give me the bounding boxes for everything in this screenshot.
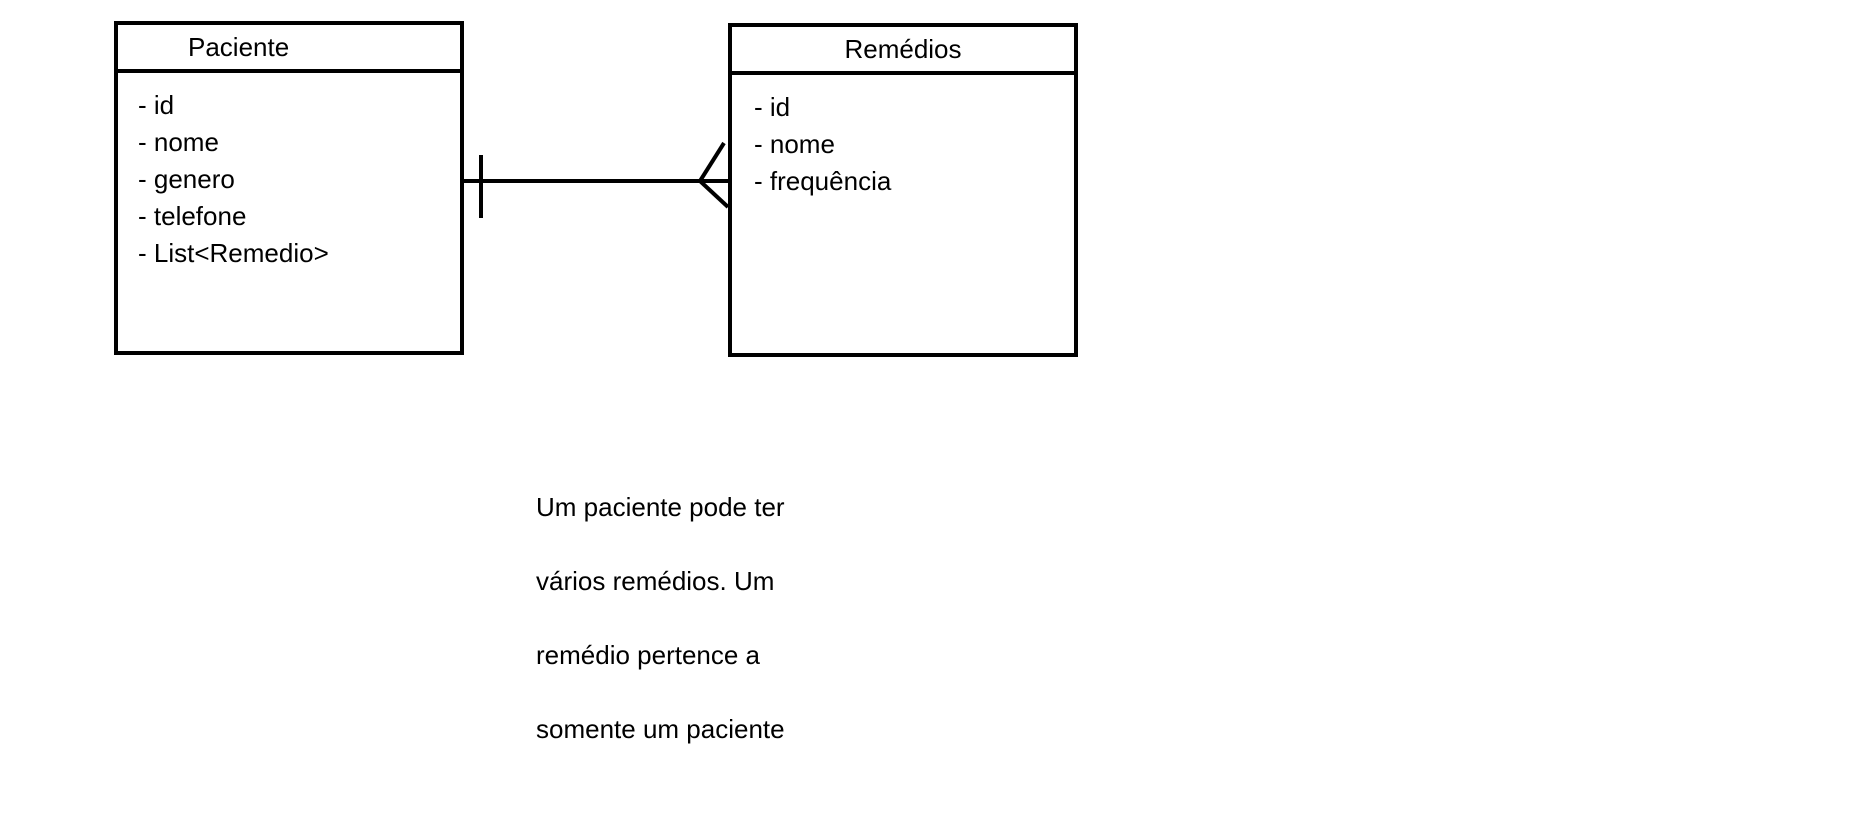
attribute-list-remedio: - List<Remedio> [138, 238, 329, 268]
entity-remedios: Remédios - id - nome - frequência [728, 23, 1078, 357]
attribute-telefone: - telefone [138, 201, 247, 231]
entity-attributes: - id - nome - frequência [732, 75, 1074, 200]
entity-attributes: - id - nome - genero - telefone - List<R… [118, 73, 460, 272]
attribute-frequencia: - frequência [754, 166, 892, 196]
many-cardinality-prong-lower [698, 179, 730, 209]
attribute-genero: - genero [138, 164, 235, 194]
many-cardinality-prong-upper [698, 141, 726, 183]
attribute-id: - id [138, 90, 175, 120]
note-line: remédio pertence a [536, 640, 761, 670]
attribute-nome: - nome [138, 127, 219, 157]
note-line: vários remédios. Um [536, 566, 775, 596]
attribute-id: - id [754, 92, 791, 122]
relationship-note: Um paciente pode ter vários remédios. Um… [536, 452, 856, 785]
entity-title: Remédios [732, 27, 1074, 75]
note-line: Um paciente pode ter [536, 492, 785, 522]
note-line: somente um paciente [536, 714, 785, 744]
entity-title: Paciente [118, 25, 460, 73]
attribute-nome: - nome [754, 129, 835, 159]
entity-paciente: Paciente - id - nome - genero - telefone… [114, 21, 464, 355]
